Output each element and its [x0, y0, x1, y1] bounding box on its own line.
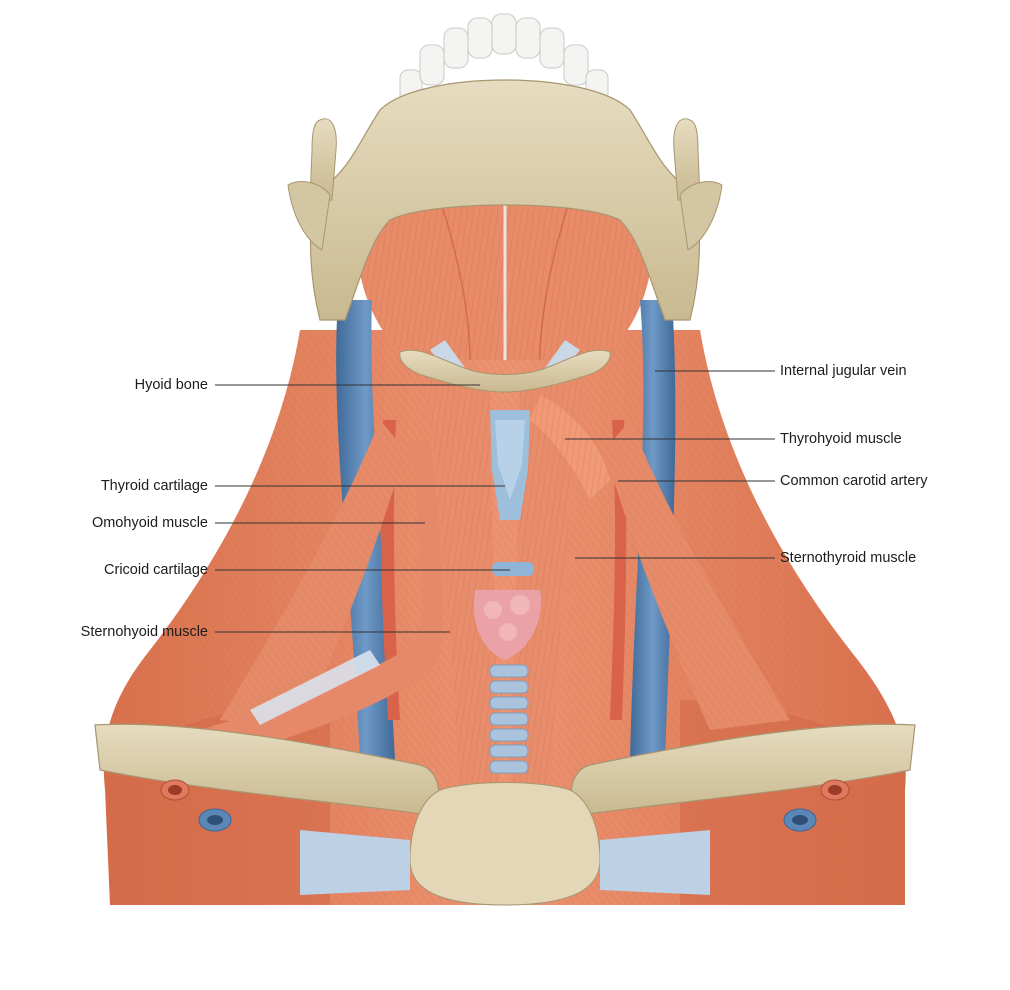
suprahyoid-muscles — [358, 190, 652, 380]
hyoid-bone — [399, 349, 611, 393]
cut-vessels — [160, 779, 850, 832]
label-internal-jugular-vein: Internal jugular vein — [780, 363, 907, 379]
label-thyrohyoid-muscle: Thyrohyoid muscle — [780, 431, 902, 447]
larynx-trachea — [473, 410, 541, 774]
label-omohyoid-muscle: Omohyoid muscle — [91, 515, 208, 531]
clavicles — [94, 723, 916, 816]
label-hyoid-bone: Hyoid bone — [134, 377, 208, 393]
manubrium — [300, 782, 710, 906]
sternocleidomastoid-muscles — [220, 420, 790, 730]
label-cricoid-cartilage: Cricoid cartilage — [104, 562, 208, 578]
label-sternothyroid-muscle: Sternothyroid muscle — [780, 550, 917, 566]
label-common-carotid-artery: Common carotid artery — [780, 473, 928, 489]
label-sternohyoid-muscle: Sternohyoid muscle — [80, 624, 208, 640]
thyrohyoid-muscle — [530, 395, 610, 500]
sternohyoid-muscles — [425, 380, 585, 800]
omohyoid-muscle — [200, 440, 442, 760]
leader-lines — [215, 370, 775, 633]
mandible — [287, 13, 723, 321]
label-thyroid-cartilage: Thyroid cartilage — [100, 478, 208, 494]
